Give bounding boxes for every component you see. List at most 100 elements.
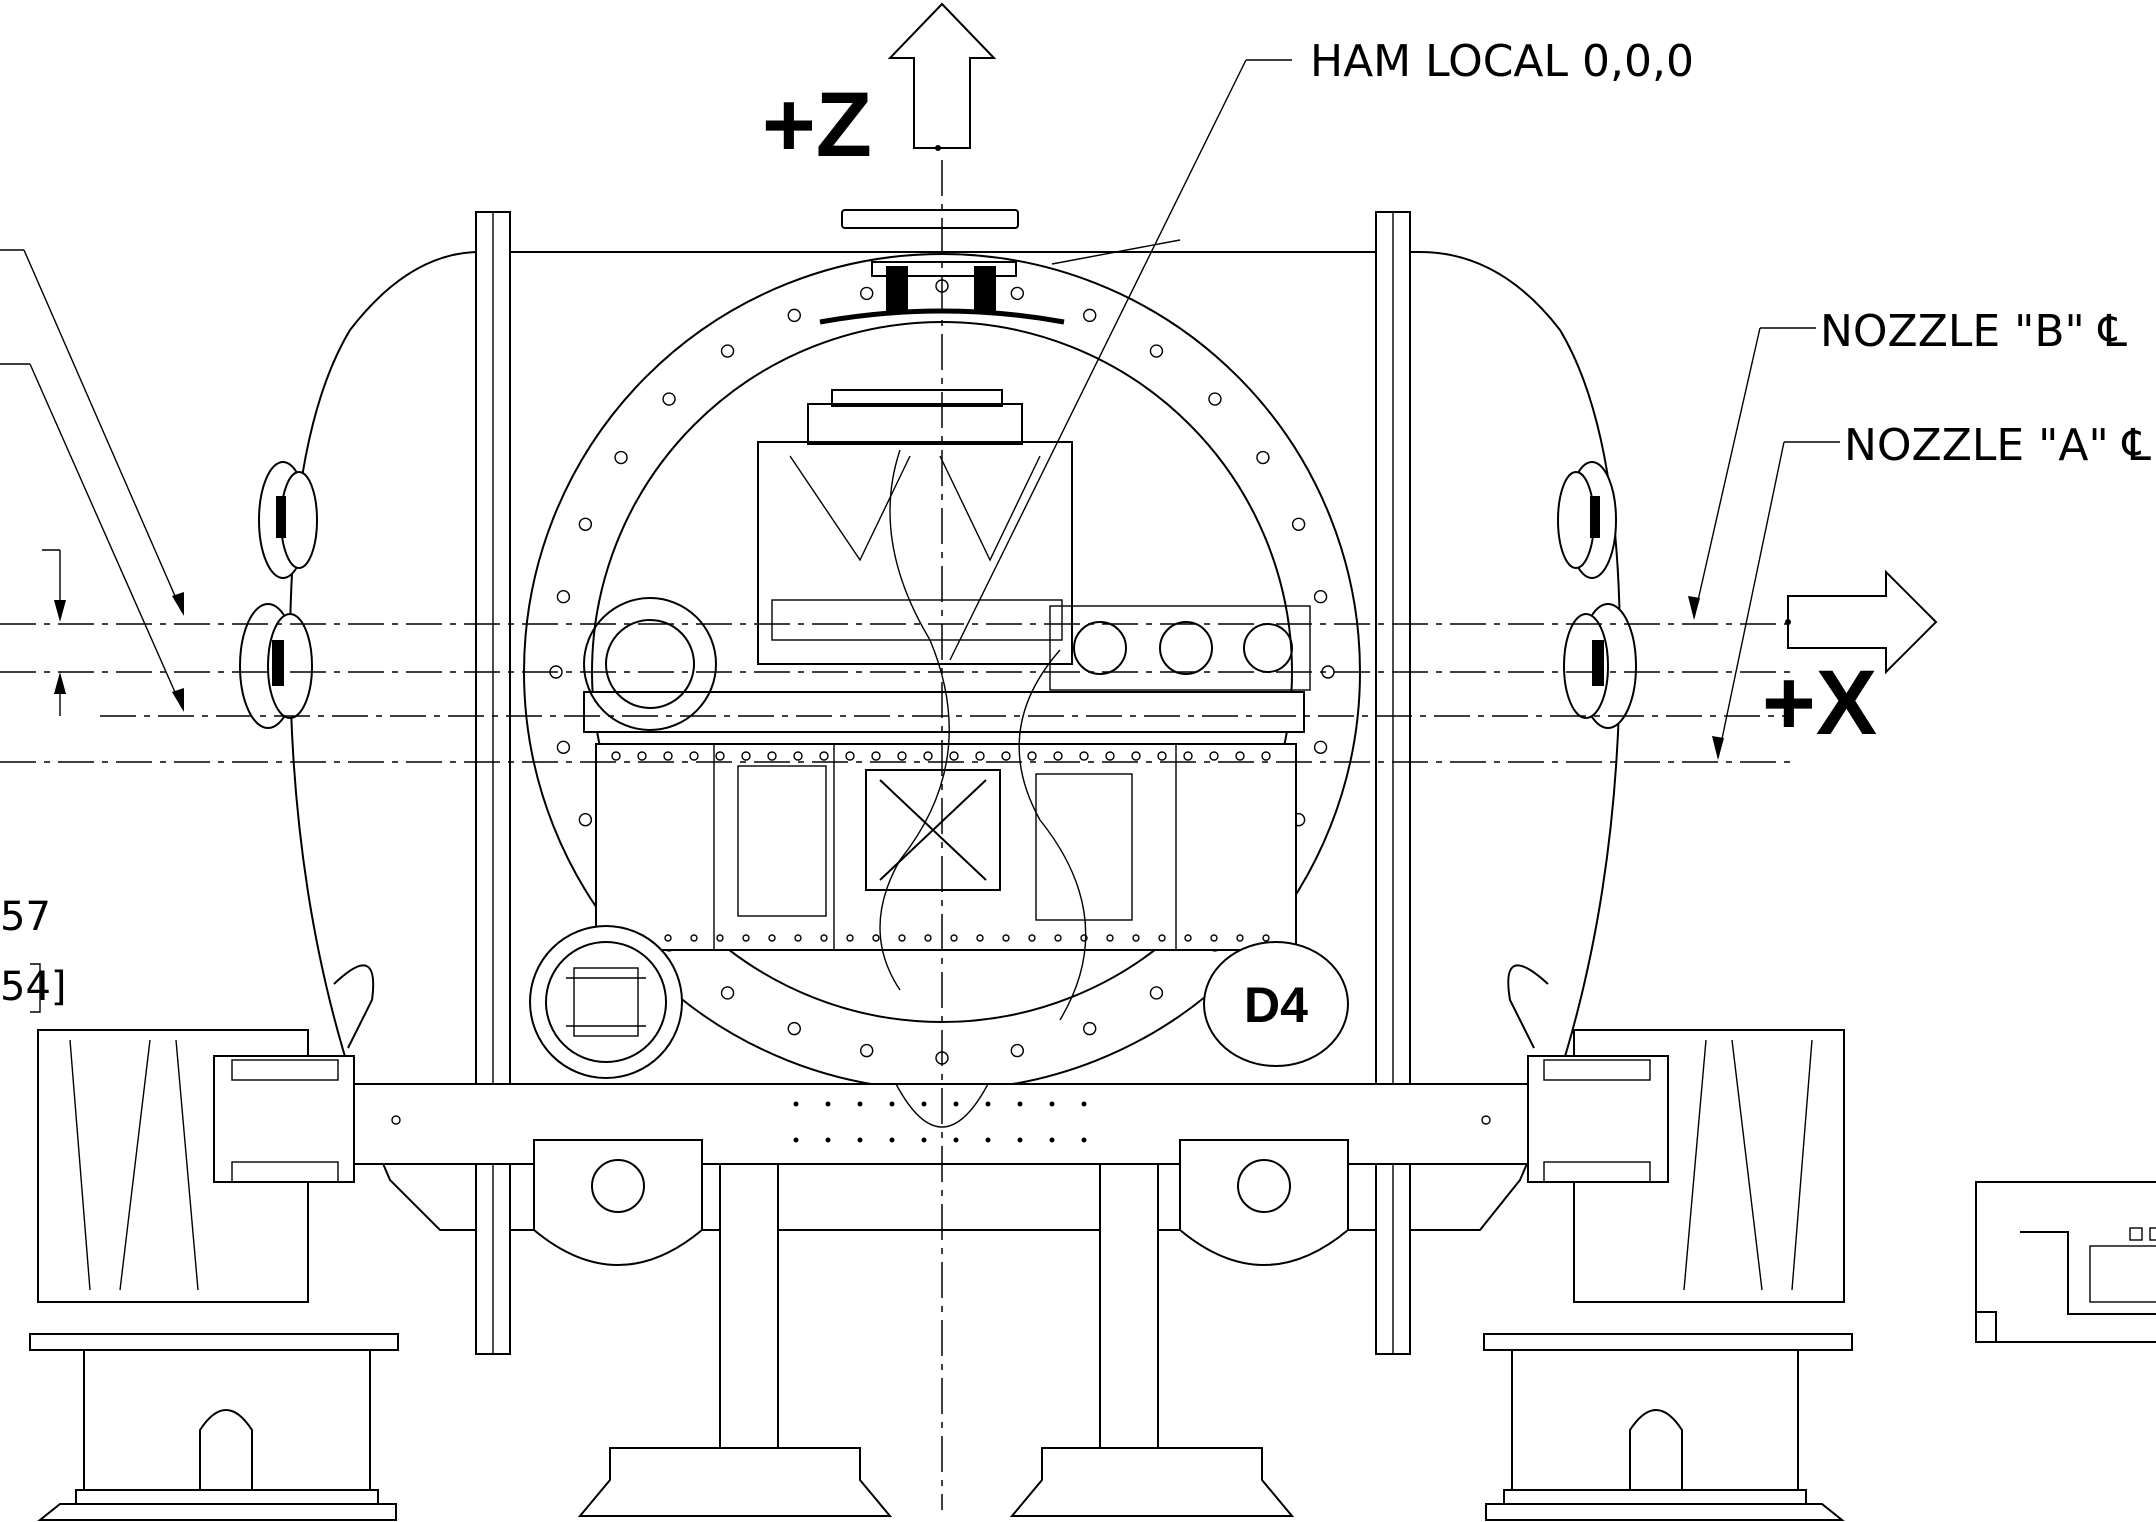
flange-bolt-hole (578, 813, 593, 827)
beam-hole (857, 1137, 863, 1143)
nozzle-a-centerline-label: NOZZLE "A" ℄ (1844, 420, 2152, 471)
flange-bolt-hole (1256, 450, 1270, 465)
table-hole (793, 751, 803, 761)
table-hole (715, 751, 725, 761)
table-hole (1054, 934, 1062, 942)
table-hole (1106, 934, 1114, 942)
table-hole (794, 934, 802, 942)
z-axis-arrow: +Z (762, 2, 997, 176)
table-hole (1080, 934, 1088, 942)
beam-hole (825, 1137, 831, 1143)
x-axis-label: +X (1762, 652, 1877, 754)
table-hole (1027, 751, 1037, 761)
table-hole (1079, 751, 1089, 761)
beam-hole (1017, 1101, 1023, 1107)
flange-bolt-hole (1149, 344, 1164, 358)
table-hole (976, 934, 984, 942)
table-hole (897, 751, 907, 761)
beam-hole (1017, 1137, 1023, 1143)
flange-bolt-hole (556, 589, 571, 604)
flange-bolt-hole (1313, 740, 1328, 755)
table-hole (741, 751, 751, 761)
beam-hole (793, 1101, 799, 1107)
table-hole (1235, 751, 1245, 761)
table-hole (716, 934, 724, 942)
beam-hole (857, 1101, 863, 1107)
flange-bolt-hole (720, 344, 735, 358)
flange-bolt-hole (859, 1043, 874, 1058)
table-hole (819, 751, 829, 761)
table-hole (611, 751, 621, 761)
left-pier (29, 964, 399, 1521)
beam-hole (953, 1101, 959, 1107)
flange-bolt-hole (1208, 392, 1222, 406)
left-viewports (239, 461, 318, 729)
table-hole (1183, 751, 1193, 761)
table-hole (871, 751, 881, 761)
table-hole (663, 751, 673, 761)
nozzle-b-centerline-label: NOZZLE "B" ℄ (1820, 306, 2128, 357)
table-hole (664, 934, 672, 942)
isolation-platform (583, 389, 1311, 1021)
beam-hole (889, 1137, 895, 1143)
flange-bolt-hole (859, 286, 874, 301)
table-hole (950, 934, 958, 942)
table-hole (872, 934, 880, 942)
table-hole (1132, 934, 1140, 942)
table-hole (1184, 934, 1192, 942)
flange-bolt-hole (1291, 517, 1306, 531)
beam-hole (921, 1137, 927, 1143)
table-hole (1210, 934, 1218, 942)
beam-hole (825, 1101, 831, 1107)
beam-hole (889, 1101, 895, 1107)
dimension-value-upper: 57 (0, 894, 51, 940)
right-pier (1483, 964, 1853, 1521)
lower-left-port (529, 925, 683, 1079)
table-hole (1105, 751, 1115, 761)
table-hole (1131, 751, 1141, 761)
port-d4-label: D4 (1244, 977, 1308, 1033)
flange-bolt-hole (662, 392, 676, 406)
beam-hole (1049, 1101, 1055, 1107)
table-hole (742, 934, 750, 942)
table-hole (949, 751, 959, 761)
table-hole (1002, 934, 1010, 942)
adjacent-assembly (1975, 1181, 2156, 1343)
table-hole (767, 751, 777, 761)
cross-beam (209, 1083, 1711, 1165)
table-hole (1028, 934, 1036, 942)
table-hole (924, 934, 932, 942)
flange-bolt-hole (614, 450, 628, 465)
beam-hole (793, 1137, 799, 1143)
flange-bolt-hole (720, 986, 735, 1000)
table-hole (1209, 751, 1219, 761)
table-hole (637, 751, 647, 761)
beam-hole (921, 1101, 927, 1107)
table-hole (846, 934, 854, 942)
table-hole (923, 751, 933, 761)
flange-bolt-hole (787, 308, 801, 323)
beam-hole (953, 1137, 959, 1143)
table-hole (1157, 751, 1167, 761)
table-hole (845, 751, 855, 761)
table-hole (1158, 934, 1166, 942)
flange-bolt-hole (578, 517, 593, 531)
center-lines (0, 160, 1790, 1510)
table-hole (820, 934, 828, 942)
right-viewports (1557, 461, 1637, 729)
z-axis-label: +Z (762, 74, 872, 176)
flange-bolt-hole (556, 740, 571, 755)
flange-bolt-hole (1083, 1021, 1097, 1036)
dimension-value-lower: 54] (0, 964, 67, 1010)
ham-local-origin-label: HAM LOCAL 0,0,0 (1310, 36, 1694, 87)
leader-lines (0, 59, 1840, 1013)
flange-bolt-hole (1010, 286, 1025, 301)
beam-hole (1049, 1137, 1055, 1143)
x-axis-arrow: +X (1762, 569, 1938, 754)
table-hole (1261, 751, 1271, 761)
table-hole (768, 934, 776, 942)
table-hole (1001, 751, 1011, 761)
table-hole (1262, 934, 1270, 942)
table-hole (975, 751, 985, 761)
